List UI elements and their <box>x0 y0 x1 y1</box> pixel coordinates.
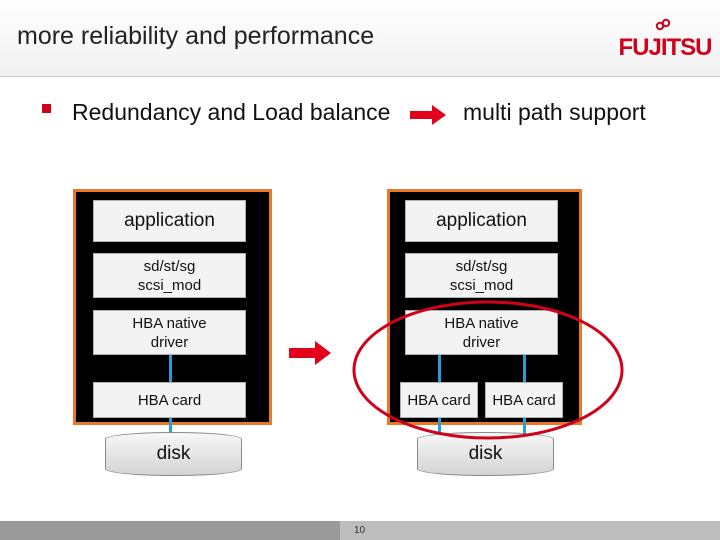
bullet-marker <box>42 104 51 113</box>
path-wire <box>438 355 441 382</box>
path-wire <box>523 355 526 382</box>
slide-title: more reliability and performance <box>17 22 375 50</box>
bullet-text: Redundancy and Load balance <box>72 99 391 125</box>
hba-card: HBA card <box>485 382 563 418</box>
slide-header <box>0 0 720 77</box>
footer-bar-left <box>0 521 340 540</box>
path-wire <box>169 418 172 438</box>
arrow-right-icon <box>289 341 331 365</box>
application-layer: application <box>93 200 246 242</box>
disk: disk <box>105 432 242 476</box>
fujitsu-logo: FUJITSU <box>618 18 712 61</box>
arrow-right-icon <box>410 105 446 125</box>
hba-driver-layer: HBA native driver <box>93 310 246 355</box>
path-wire <box>523 418 526 438</box>
hba-card: HBA card <box>400 382 478 418</box>
application-layer: application <box>405 200 558 242</box>
path-wire <box>169 355 172 382</box>
highlight-ellipse <box>352 300 624 440</box>
scsi-layer: sd/st/sg scsi_mod <box>93 253 246 298</box>
hba-card: HBA card <box>93 382 246 418</box>
hba-driver-layer: HBA native driver <box>405 310 558 355</box>
path-wire <box>438 418 441 438</box>
svg-text:FUJITSU: FUJITSU <box>618 34 711 61</box>
scsi-layer: sd/st/sg scsi_mod <box>405 253 558 298</box>
bullet-target-text: multi path support <box>463 99 646 125</box>
page-number: 10 <box>354 525 366 536</box>
